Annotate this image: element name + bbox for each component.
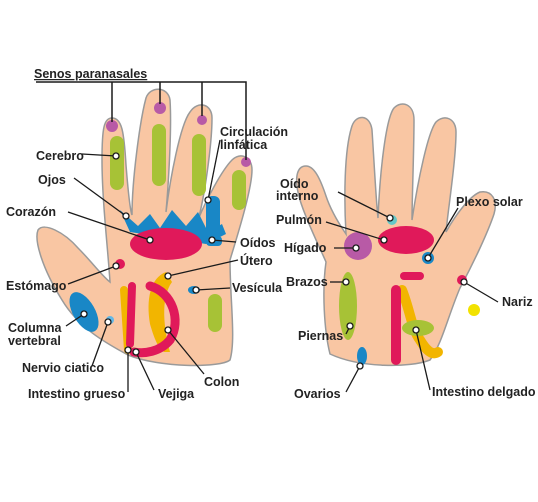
- title-label: Senos paranasales: [34, 67, 147, 81]
- label-utero: Útero: [240, 253, 273, 268]
- large-intestine-zone: [126, 282, 136, 348]
- label-columna-1: Columna: [8, 321, 63, 335]
- label-circulacion-1: Circulación: [220, 125, 288, 139]
- label-nariz: Nariz: [502, 295, 533, 309]
- right-hand: [295, 103, 496, 367]
- label-ovarios: Ovarios: [294, 387, 341, 401]
- label-columna-2: vertebral: [8, 334, 61, 348]
- sinus-point-ring: [154, 102, 166, 114]
- ring-finger-zone: [152, 124, 166, 186]
- label-oidos: Oídos: [240, 236, 275, 250]
- label-pulmon: Pulmón: [276, 213, 322, 227]
- thumb-yellow-point: [468, 304, 480, 316]
- sinus-point-little: [106, 120, 118, 132]
- sinus-point-middle: [197, 115, 207, 125]
- label-vejiga: Vejiga: [158, 387, 195, 401]
- label-nervio: Nervio ciatico: [22, 361, 104, 375]
- ovaries-zone: [357, 347, 367, 365]
- arms-zone: [339, 272, 357, 340]
- sinus-point-index: [241, 157, 251, 167]
- lung-zone: [378, 226, 434, 254]
- label-brazos: Brazos: [286, 275, 328, 289]
- label-oido-interno-2: interno: [276, 189, 319, 203]
- label-corazon: Corazón: [6, 205, 56, 219]
- label-intestino-grueso: Intestino grueso: [28, 387, 126, 401]
- brain-zone: [110, 136, 124, 190]
- middle-finger-zone: [192, 134, 206, 196]
- eyes-zone: [120, 210, 226, 244]
- label-ojos: Ojos: [38, 173, 66, 187]
- label-intestino-delgado: Intestino delgado: [432, 385, 536, 399]
- leader-dots: [80, 152, 468, 370]
- label-estomago: Estómago: [6, 279, 67, 293]
- label-colon: Colon: [204, 375, 239, 389]
- label-plexo-solar: Plexo solar: [456, 195, 523, 209]
- left-hand: [36, 88, 253, 367]
- lymph-zone: [206, 196, 220, 238]
- thumb-zone: [208, 294, 222, 332]
- heart-zone: [130, 228, 202, 260]
- label-higado: Hígado: [284, 241, 327, 255]
- label-piernas: Piernas: [298, 329, 343, 343]
- label-cerebro: Cerebro: [36, 149, 84, 163]
- label-circulacion-2: linfática: [220, 138, 268, 152]
- colon-zone: [129, 281, 180, 358]
- label-oido-interno-1: Oído: [280, 177, 309, 191]
- index-finger-zone: [232, 170, 246, 210]
- label-vesicula: Vesícula: [232, 281, 283, 295]
- bowel-zone-yellow: [397, 285, 443, 359]
- sinus-bracket: [36, 81, 247, 160]
